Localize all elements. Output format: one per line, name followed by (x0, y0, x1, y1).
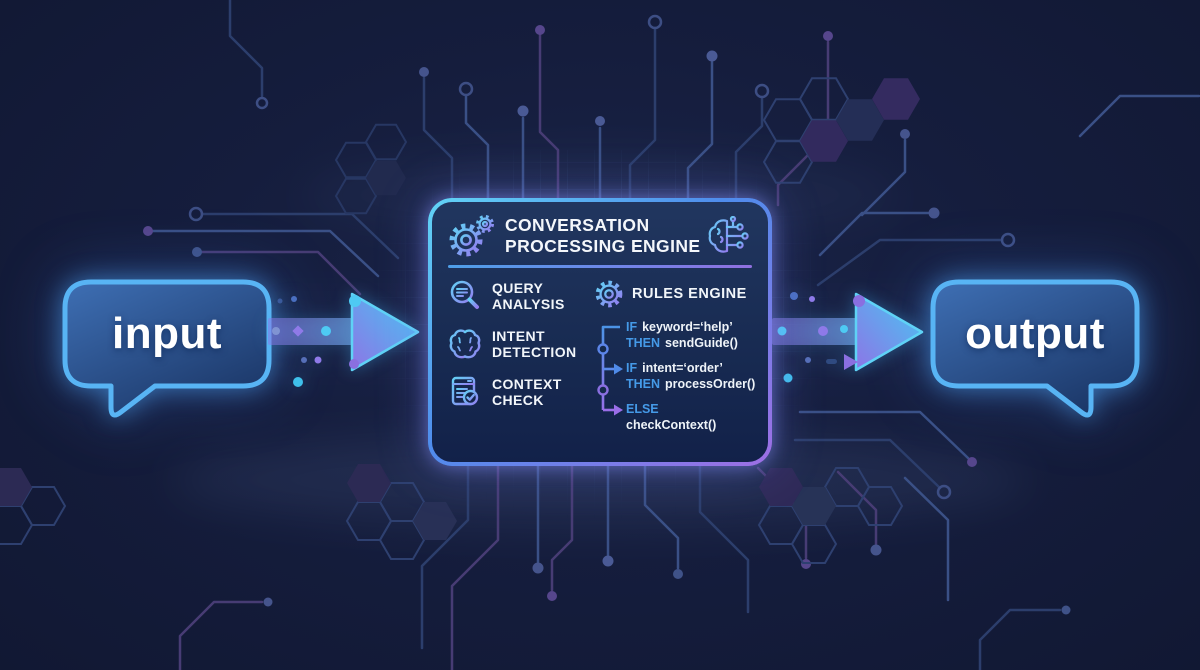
module-intent-detection: INTENT DETECTION (448, 327, 592, 361)
magnifier-icon (450, 280, 479, 309)
rule-code: keyword=‘help’ (642, 320, 733, 334)
input-speech-bubble (62, 279, 272, 418)
module-label: INTENT DETECTION (492, 327, 577, 360)
rule-keyword: ELSE (626, 402, 659, 416)
rule-code: processOrder() (665, 377, 756, 391)
document-check-icon (451, 376, 479, 406)
output-label: output (965, 309, 1105, 358)
rule-else-context: ELSE checkContext() (626, 401, 755, 433)
gears-icon (449, 215, 494, 257)
gear-icon (595, 280, 623, 308)
rule-keyword: THEN (626, 377, 661, 391)
brain-icon (449, 329, 481, 359)
rules-tree-connector (597, 325, 623, 416)
module-query-analysis: QUERY ANALYSIS (448, 279, 592, 313)
rules-engine-header: RULES ENGINE (594, 279, 755, 309)
module-list: QUERY ANALYSIS INTENT DETECTION (448, 279, 592, 442)
rule-keyword-help: IF keyword=‘help’ THEN sendGuide() (626, 319, 755, 351)
module-label: QUERY ANALYSIS (492, 279, 565, 312)
module-context-check: CONTEXT CHECK (448, 375, 592, 409)
brain-circuit-icon (708, 216, 749, 253)
module-label: CONTEXT CHECK (492, 375, 562, 408)
rule-code: intent=‘order’ (642, 361, 723, 375)
rule-keyword: THEN (626, 336, 661, 350)
processing-engine-panel: CONVERSATION PROCESSING ENGINE (428, 198, 772, 466)
panel-title: CONVERSATION PROCESSING ENGINE (505, 215, 701, 256)
header-divider (448, 265, 752, 268)
rules-tree: IF keyword=‘help’ THEN sendGuide() IF inten… (594, 317, 755, 433)
engine-to-output-arrow (772, 292, 924, 383)
input-label: input (111, 309, 222, 358)
rule-intent-order: IF intent=‘order’ THEN processOrder() (626, 360, 755, 392)
hexagon-cluster (0, 77, 920, 564)
output-speech-bubble (930, 279, 1140, 418)
rule-keyword: IF (626, 320, 638, 334)
panel-body: CONVERSATION PROCESSING ENGINE (432, 202, 768, 462)
rule-keyword: IF (626, 361, 638, 375)
rule-code: checkContext() (626, 418, 717, 432)
input-to-engine-arrow (268, 292, 420, 387)
panel-header: CONVERSATION PROCESSING ENGINE (448, 214, 752, 258)
data-flow-dots (143, 14, 1071, 615)
circuit-traces (151, 0, 1200, 670)
rule-code: sendGuide() (665, 336, 738, 350)
rules-engine-label: RULES ENGINE (632, 286, 747, 302)
